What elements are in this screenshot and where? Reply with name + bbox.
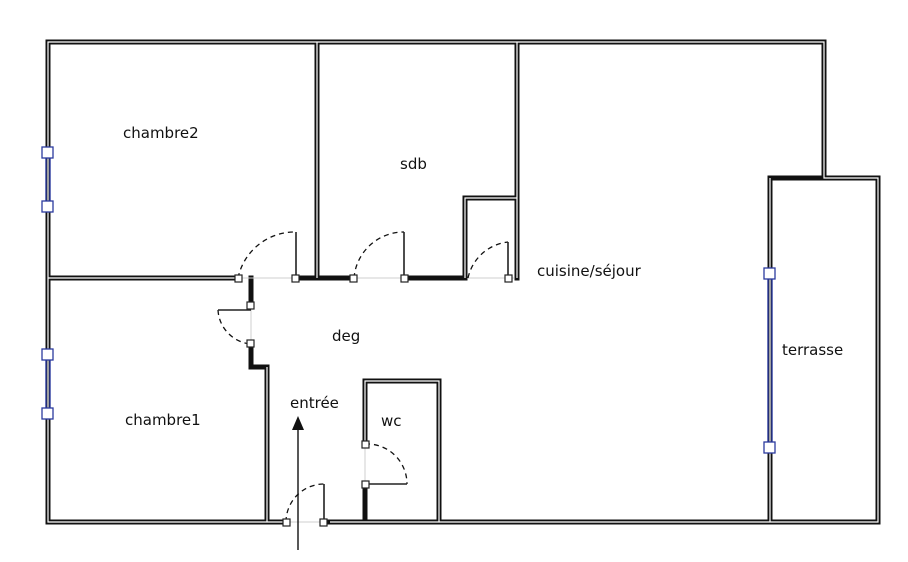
door-closet [467,241,514,283]
door-sdb [349,231,409,283]
label-entree: entrée [290,394,339,412]
door-wc [361,440,408,489]
walls [45,39,881,525]
window-terrasse [763,267,776,454]
label-wc: wc [381,412,402,430]
door-entrance [282,483,328,527]
outer-wall [45,39,881,525]
window-chambre1 [41,348,54,420]
label-terrasse: terrasse [782,341,843,359]
label-deg: deg [332,327,360,345]
label-sdb: sdb [400,155,427,173]
wc-wall-inner [364,380,440,522]
window-chambre2 [41,146,54,213]
room-labels: chambre2 sdb cuisine/séjour deg terrasse… [123,124,843,430]
door-chambre2 [234,231,300,283]
label-chambre1: chambre1 [125,411,201,429]
windows [41,146,776,454]
sdb-closet-wall-inner [464,197,517,278]
label-cuisine-sejour: cuisine/séjour [537,262,642,280]
label-chambre2: chambre2 [123,124,199,142]
outer-wall-inner [47,41,879,523]
door-chambre1 [217,301,255,348]
doors [217,231,514,527]
chambre1-wall-bottom [248,341,270,525]
arrow-up-icon [292,416,304,550]
wc-wall [362,378,442,525]
